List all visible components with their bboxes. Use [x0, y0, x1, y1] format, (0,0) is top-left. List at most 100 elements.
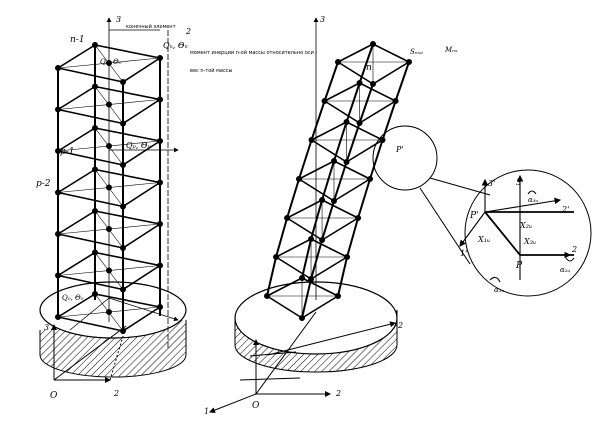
right-floor-edge	[359, 82, 396, 102]
floor-edge	[57, 85, 96, 111]
floor-edge	[57, 67, 124, 83]
left-axis-2b-label: 2	[113, 389, 119, 398]
floor-edge	[122, 98, 161, 125]
right-column-segment	[298, 139, 313, 180]
right-column-segment	[333, 161, 348, 202]
right-floor-edge	[286, 199, 323, 219]
floor-edge	[122, 140, 161, 166]
floor-edge	[57, 210, 96, 235]
right-top-s-label: Sₙₓₐ	[410, 48, 423, 56]
right-column-segment	[337, 256, 349, 297]
detail-alpha-low: α₁ᵤ	[494, 286, 505, 294]
floor-edge	[122, 181, 161, 208]
detail-p: P	[515, 261, 523, 271]
floor-edge	[122, 264, 161, 291]
right-column-segment	[310, 100, 326, 141]
right-floor-edge	[346, 121, 383, 141]
floor-edge	[122, 223, 161, 249]
detail-contents	[459, 174, 575, 283]
right-column-segment	[357, 178, 371, 219]
callout-line-top	[429, 177, 491, 196]
right-floor-edge	[321, 199, 359, 219]
right-floor-edge	[324, 100, 360, 124]
floor-node	[157, 303, 164, 310]
right-floor-edge	[310, 256, 348, 280]
left-origin-label: O	[50, 391, 58, 401]
floor-node	[157, 179, 164, 186]
floor-node	[92, 83, 99, 90]
left-axis-2-label: 2	[185, 27, 191, 36]
floor-edge	[122, 306, 161, 332]
detail-2: 2	[571, 245, 577, 254]
right-tower	[209, 17, 412, 413]
detail-3: 3	[516, 178, 521, 187]
detail-2-prime: 2'	[561, 205, 569, 214]
right-column-segment	[345, 82, 361, 123]
floor-node	[54, 148, 61, 155]
floor-node	[157, 96, 164, 103]
right-column-segment	[301, 278, 313, 319]
floor-edge	[94, 127, 161, 142]
floor-edge	[94, 44, 161, 59]
floor-edge	[94, 293, 161, 308]
small-detail-circle	[372, 125, 438, 191]
floor-edge	[57, 127, 96, 152]
floor-edge	[57, 44, 96, 69]
right-column-segment	[321, 160, 335, 201]
detail-labels: P' P 3' 3 2' 2 1' α₃ᵤ α₂ᵤ α₁ᵤ X₂ᵤ X₁ᵤ X₃…	[460, 178, 577, 294]
left-axis-3b-label: 3	[44, 323, 49, 332]
left-global-axes	[51, 324, 127, 383]
right-column-segment	[323, 61, 339, 102]
right-axis-2b-label: 2	[397, 321, 403, 330]
right-top-m-label: Mₙₓ	[444, 46, 458, 54]
left-tower-axis	[69, 17, 179, 350]
floor-edge	[57, 150, 124, 166]
floor-node	[54, 106, 61, 113]
right-floor-edge	[333, 160, 371, 180]
right-axis-3-label: 3	[320, 15, 325, 24]
detail-1-prime: 1'	[460, 249, 467, 258]
right-floor-edge	[337, 61, 374, 85]
left-tower	[39, 17, 187, 383]
moment-note: момент инерции n-ой массы относительно о…	[190, 49, 317, 56]
level-n-1-label: n-1	[70, 35, 85, 45]
right-global-axes	[209, 311, 396, 413]
floor-edge	[57, 316, 124, 332]
detail-callout	[372, 125, 592, 297]
right-top-n-label: n	[366, 63, 372, 73]
right-floors	[263, 40, 412, 321]
detail-x-vert: X₃ᵤ	[523, 237, 536, 246]
floor-edge	[94, 210, 161, 225]
floor-node	[157, 262, 164, 269]
right-floor-edge	[372, 61, 410, 85]
floor-node	[92, 249, 99, 256]
floor-edge	[57, 251, 96, 277]
floor-node	[120, 79, 127, 86]
right-column-segment	[301, 238, 313, 279]
right-floor-edge	[321, 217, 359, 241]
right-columns	[266, 43, 410, 319]
left-axis-3-label: 3	[116, 15, 121, 24]
base-node-label: Q₀, Θ₀	[62, 294, 84, 302]
left-labels: 3 2 O 2 3 n-1 p-1 p-2 конечный элемент м…	[36, 15, 317, 401]
right-floor-edge	[266, 277, 303, 297]
detail-p-prime: P'	[469, 211, 479, 221]
right-floor-edge	[266, 295, 303, 319]
floor-node	[92, 41, 99, 48]
finite-element-note: конечный элемент	[126, 23, 176, 30]
right-column-segment	[286, 178, 300, 219]
floor-node	[120, 203, 127, 210]
large-detail-circle	[464, 169, 592, 297]
right-origin-label: O	[252, 401, 260, 411]
right-floor-edge	[275, 238, 312, 258]
floor-edge	[57, 168, 96, 194]
right-column-segment	[358, 43, 374, 84]
floor-edge	[57, 274, 124, 291]
right-column-segment	[310, 199, 324, 240]
floor-edge	[57, 233, 124, 249]
floor-node	[120, 245, 127, 252]
right-column-segment	[394, 61, 410, 102]
floor-node	[120, 162, 127, 169]
right-column-segment	[333, 121, 348, 162]
top-node-label: Qₙ, Θₙ	[163, 41, 188, 50]
